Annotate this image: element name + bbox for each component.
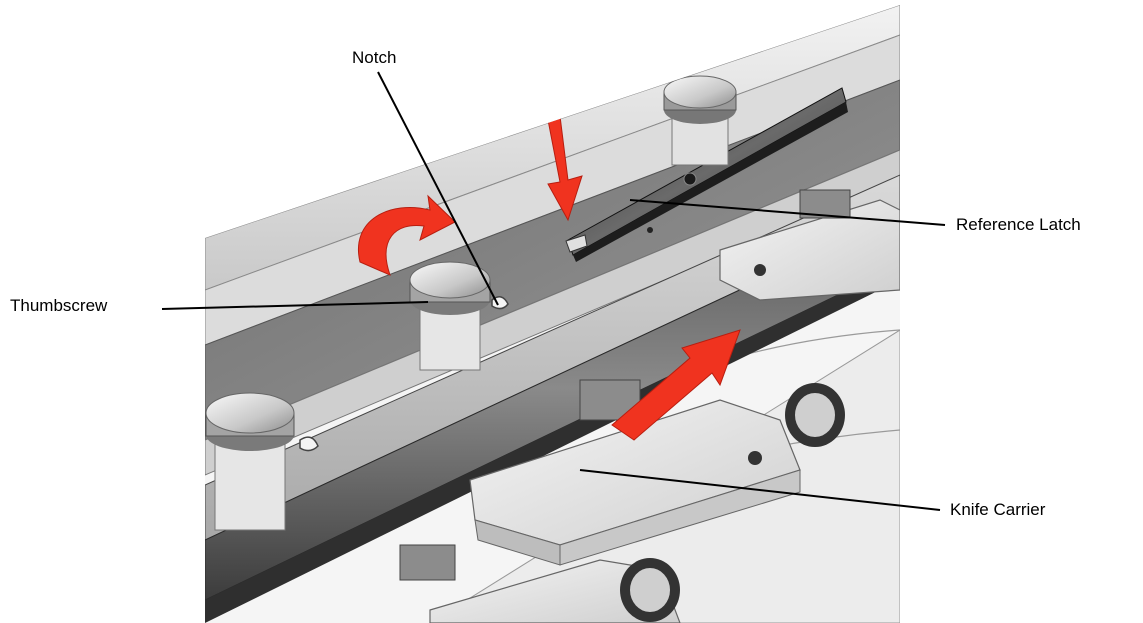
rotate-arrow xyxy=(358,194,456,276)
push-arrow xyxy=(611,329,741,441)
inner-strip xyxy=(205,149,900,476)
reference-latch-label: Reference Latch xyxy=(956,215,1081,234)
illustration-body xyxy=(205,5,900,623)
down-arrow xyxy=(547,115,583,222)
reference-latch-part xyxy=(565,87,848,262)
thumbscrew-back xyxy=(663,75,737,166)
reference-latch-leader-line xyxy=(629,199,946,226)
thumbscrew-leader-line xyxy=(161,301,429,310)
thumbscrew-lower xyxy=(205,392,295,531)
lower-hook xyxy=(299,436,319,452)
knife-carrier-label: Knife Carrier xyxy=(950,500,1046,519)
thumbscrew-main xyxy=(409,261,491,371)
knife-carrier-leader-line xyxy=(579,469,941,511)
locating-pin xyxy=(676,13,713,49)
thumbscrew-label: Thumbscrew xyxy=(10,296,108,315)
knife-carrier-bottom xyxy=(399,544,681,623)
notch-leader-line xyxy=(377,71,499,306)
notch-label: Notch xyxy=(352,48,397,67)
rail-front xyxy=(205,214,900,601)
knife-carrier-part xyxy=(469,379,845,566)
